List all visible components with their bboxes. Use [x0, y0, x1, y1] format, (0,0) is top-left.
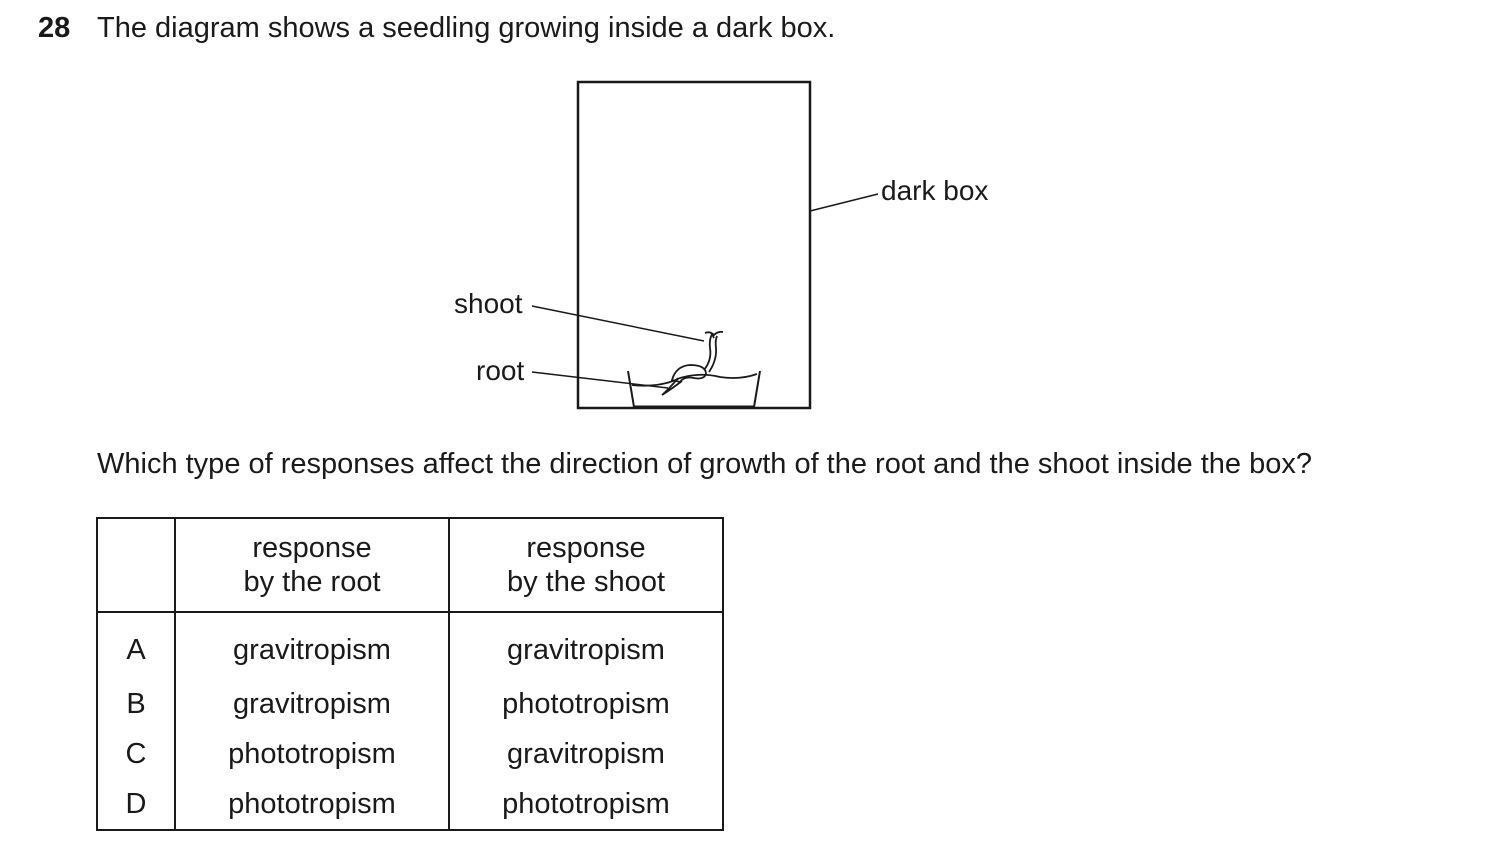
option-root-response: phototropism — [174, 779, 450, 831]
header-root-line2: by the root — [243, 566, 381, 598]
option-letter[interactable]: D — [96, 779, 176, 831]
option-shoot-response: phototropism — [448, 779, 724, 831]
dish — [627, 370, 761, 408]
option-row-b[interactable]: B gravitropism phototropism — [96, 679, 724, 729]
option-root-response: gravitropism — [174, 679, 450, 729]
root-leader-line — [531, 371, 669, 389]
option-shoot-response: gravitropism — [448, 729, 724, 779]
option-row-a[interactable]: A gravitropism gravitropism — [96, 612, 724, 679]
header-shoot-line2: by the shoot — [507, 566, 665, 598]
header-root-line1: response — [252, 532, 372, 564]
dark-box-label: dark box — [881, 175, 988, 206]
question-prompt: Which type of responses affect the direc… — [97, 448, 1312, 480]
header-shoot-cell: response by the shoot — [448, 517, 724, 613]
soil-surface — [631, 373, 758, 387]
option-root-response: phototropism — [174, 729, 450, 779]
option-root-response: gravitropism — [174, 612, 450, 679]
option-letter[interactable]: C — [96, 729, 176, 779]
header-shoot-line1: response — [526, 532, 646, 564]
seed — [670, 364, 707, 384]
header-letter-cell — [96, 517, 176, 613]
answer-options-table: response by the root response by the sho… — [96, 517, 724, 831]
dark-box-leader-line — [809, 193, 879, 212]
root-label: root — [476, 355, 524, 386]
shoot-tip — [704, 330, 724, 339]
option-letter[interactable]: B — [96, 679, 176, 729]
header-root-cell: response by the root — [174, 517, 450, 613]
option-row-d[interactable]: D phototropism phototropism — [96, 779, 724, 831]
table-header-row: response by the root response by the sho… — [96, 517, 724, 613]
question-number: 28 — [38, 12, 71, 44]
seedling-shoot — [703, 333, 718, 373]
shoot-leader-line — [531, 305, 705, 342]
seedling-root — [661, 377, 683, 396]
option-shoot-response: phototropism — [448, 679, 724, 729]
question-stem: The diagram shows a seedling growing ins… — [97, 12, 836, 44]
option-shoot-response: gravitropism — [448, 612, 724, 679]
dark-box-outline — [576, 80, 812, 410]
option-row-c[interactable]: C phototropism gravitropism — [96, 729, 724, 779]
shoot-label: shoot — [454, 288, 523, 319]
seedling-diagram: dark box shoot root — [454, 80, 988, 410]
option-letter[interactable]: A — [96, 612, 176, 679]
